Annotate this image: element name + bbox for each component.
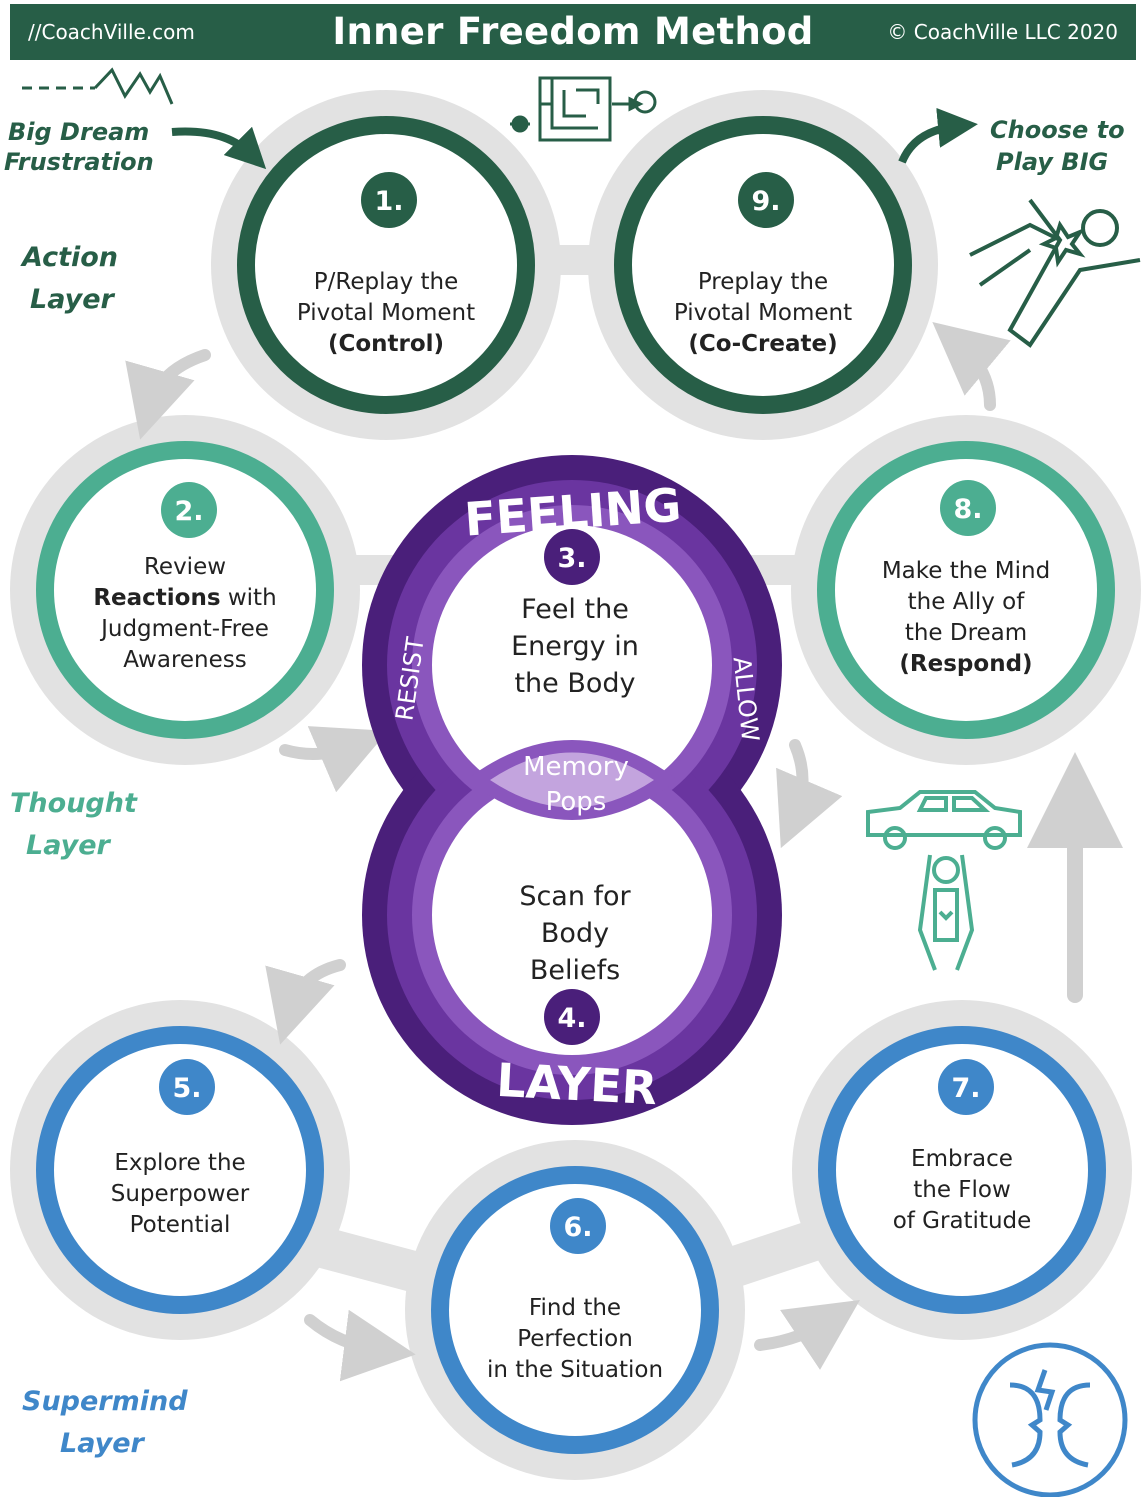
step-6-line2: Perfection xyxy=(517,1326,633,1352)
step-3-line3: the Body xyxy=(514,668,635,699)
copyright: © CoachVille LLC 2020 xyxy=(887,20,1118,44)
step-9-line3: (Co-Create) xyxy=(688,331,837,357)
step-2: 2. Review Reactions with Judgment-Free A… xyxy=(36,441,334,739)
step-8: 8. Make the Mind the Ally of the Dream (… xyxy=(817,441,1115,739)
header-bar: //CoachVille.com Inner Freedom Method © … xyxy=(10,4,1136,60)
step-6-line1: Find the xyxy=(529,1295,621,1321)
step-6: 6. Find the Perfection in the Situation xyxy=(431,1166,719,1454)
curved-arrow-icon xyxy=(898,107,978,164)
step-5: 5. Explore the Superpower Potential xyxy=(36,1026,324,1314)
superhero-icon xyxy=(969,198,1141,348)
step-6-number: 6. xyxy=(563,1212,592,1243)
feeling-layer: Memory Pops FEELING LAYER RESIST ALLOW 3… xyxy=(362,455,782,1125)
step-8-line3: the Dream xyxy=(905,620,1027,646)
step-1: 1. P/Replay the Pivotal Moment (Control) xyxy=(237,116,535,414)
step-7-line2: the Flow xyxy=(913,1177,1011,1203)
step-3-number: 3. xyxy=(557,543,586,574)
step-9-line2: Pivotal Moment xyxy=(674,300,852,326)
step-2-line2-bold: Reactions xyxy=(93,585,220,611)
action-layer-line2: Layer xyxy=(30,284,116,315)
step-2-line1: Review xyxy=(144,554,226,580)
strong-hero-car-icon xyxy=(866,790,1022,971)
step-8-line4: (Respond) xyxy=(899,651,1032,677)
flow-arrows xyxy=(125,321,1123,1382)
step-4-line3: Beliefs xyxy=(530,955,620,986)
step-8-line2: the Ally of xyxy=(908,589,1026,615)
step-4-line2: Body xyxy=(541,918,609,949)
step-2-number: 2. xyxy=(174,496,203,527)
step-9: 9. Preplay the Pivotal Moment (Co-Create… xyxy=(614,116,912,414)
step-4-number: 4. xyxy=(557,1003,586,1034)
step-2-line2-rest: with xyxy=(221,585,277,611)
step-3-line1: Feel the xyxy=(521,594,629,625)
step-5-number: 5. xyxy=(172,1073,201,1104)
step-7-line1: Embrace xyxy=(911,1146,1013,1172)
memory-line1: Memory xyxy=(523,752,629,782)
big-dream-annotation: Big Dream Frustration xyxy=(4,67,267,176)
page-title: Inner Freedom Method xyxy=(332,10,814,53)
two-faces-icon xyxy=(972,1342,1128,1497)
step-2-line4: Awareness xyxy=(123,647,247,673)
supermind-layer-line1: Supermind xyxy=(22,1386,188,1417)
action-layer-line1: Action xyxy=(20,242,118,273)
zigzag-icon xyxy=(93,67,174,105)
step-2-line2: Reactions with xyxy=(93,585,276,611)
step-7: 7. Embrace the Flow of Gratitude xyxy=(818,1026,1106,1314)
thought-layer-line2: Layer xyxy=(26,830,112,861)
thought-layer-line1: Thought xyxy=(10,788,138,819)
step-9-line1: Preplay the xyxy=(698,269,828,295)
step-1-number: 1. xyxy=(374,186,403,217)
memory-line2: Pops xyxy=(546,787,607,817)
step-5-line3: Potential xyxy=(130,1212,231,1238)
curved-arrow-icon xyxy=(171,126,267,170)
step-4-line1: Scan for xyxy=(519,881,631,912)
big-dream-line2: Frustration xyxy=(4,148,154,176)
site-url: //CoachVille.com xyxy=(28,20,195,44)
big-dream-line1: Big Dream xyxy=(8,118,149,146)
step-2-line3: Judgment-Free xyxy=(99,616,269,642)
step-3-line2: Energy in xyxy=(511,631,639,662)
step-8-line1: Make the Mind xyxy=(882,558,1050,584)
maze-icon xyxy=(510,76,657,142)
choose-annotation: Choose to Play BIG xyxy=(898,107,1125,176)
step-7-number: 7. xyxy=(951,1073,980,1104)
step-6-line3: in the Situation xyxy=(487,1357,663,1383)
step-8-number: 8. xyxy=(953,494,982,525)
step-1-line3: (Control) xyxy=(328,331,444,357)
step-1-line2: Pivotal Moment xyxy=(297,300,475,326)
step-9-number: 9. xyxy=(751,186,780,217)
step-7-line3: of Gratitude xyxy=(893,1208,1032,1234)
choose-line2: Play BIG xyxy=(996,148,1108,176)
step-1-line1: P/Replay the xyxy=(314,269,458,295)
layer-labels: Action Layer Thought Layer Supermind Lay… xyxy=(10,242,188,1459)
layer-title: LAYER xyxy=(495,1053,658,1115)
step-5-line1: Explore the xyxy=(114,1150,245,1176)
step-5-line2: Superpower xyxy=(111,1181,250,1207)
choose-line1: Choose to xyxy=(990,116,1125,144)
supermind-layer-line2: Layer xyxy=(60,1428,146,1459)
